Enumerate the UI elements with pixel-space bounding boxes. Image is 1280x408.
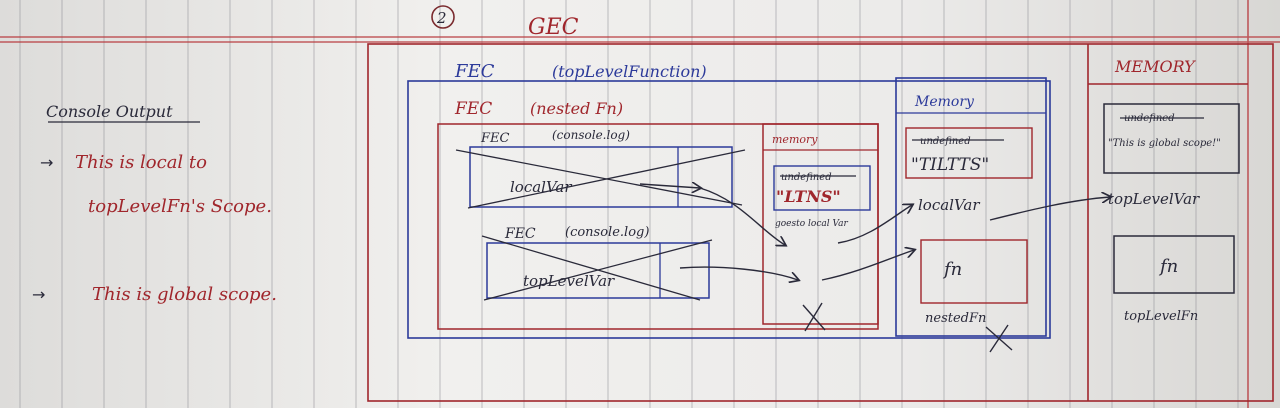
nested-memory-struck: undefined [781, 172, 832, 183]
top-memory-struck: undefined [920, 136, 971, 147]
step-marker-circle [431, 5, 455, 29]
gec-memory-cell [1103, 103, 1240, 174]
fec-nested-subtitle: (nested Fn) [530, 99, 623, 118]
fec-console1-frame [469, 146, 733, 208]
fec-console1-cell: localVar [510, 178, 572, 196]
scope-chain-arrows [639, 184, 1110, 280]
nested-memory-var-label: goesto local Var [775, 219, 849, 229]
fec-top-subtitle: (topLevelFunction) [552, 62, 707, 81]
fec-console1-subtitle: (console.log) [552, 128, 630, 142]
gec-memory-struck: undefined [1124, 113, 1175, 124]
nested-memory-x-mark [802, 302, 826, 332]
top-memory-cell [905, 127, 1033, 179]
gec-memory-fn-cell-text: fn [1158, 256, 1178, 277]
console-line1-text1: This is local to [75, 152, 207, 173]
fec-console2-frame [486, 242, 710, 299]
gec-title: GEC [528, 15, 579, 40]
top-memory-x-mark [985, 324, 1013, 353]
nested-memory-cell [773, 165, 871, 211]
gec-frame [367, 43, 1274, 402]
top-memory-value: "TILTTS" [911, 155, 989, 175]
fec-console2-cell: topLevelVar [523, 272, 615, 290]
top-memory-fn-cell-text: fn [942, 259, 962, 280]
nested-memory-value: "LTNS" [776, 187, 841, 206]
console-line1-text2: topLevelFn's Scope. [88, 196, 272, 217]
gec-memory-fn-label: topLevelFn [1124, 309, 1198, 324]
step-marker: 2 [436, 9, 447, 27]
console-line2-text1: This is global scope. [92, 284, 277, 305]
top-memory-fn-cell [920, 239, 1028, 304]
fec-console2-subtitle: (console.log) [565, 225, 649, 240]
fec-console2-cross-b [483, 239, 713, 301]
gec-memory-fn-cell [1113, 235, 1235, 294]
fec-top-title: FEC [454, 61, 495, 82]
gec-memory-title: MEMORY [1114, 57, 1196, 76]
fec-console2-title: FEC [504, 226, 536, 242]
fec-console1-title: FEC [480, 131, 510, 146]
fec-console2-cross-a [481, 235, 701, 301]
fec-console1-cross-b [467, 149, 746, 209]
console-line2-bullet: → [32, 285, 45, 304]
top-memory-var-label: localVar [918, 196, 980, 214]
fec-nested-memory-title: memory [772, 133, 818, 146]
fec-console1-cross-a [455, 149, 743, 206]
fec-nested-title: FEC [454, 99, 492, 119]
top-memory-fn-label: nestedFn [925, 311, 986, 326]
fec-top-memory-title: Memory [914, 94, 975, 110]
console-line1-bullet: → [40, 153, 53, 172]
fec-top-frame [407, 80, 1051, 339]
gec-memory-value: "This is global scope!" [1108, 138, 1221, 149]
gec-memory-var-label: topLevelVar [1108, 190, 1200, 208]
console-output-title: Console Output [46, 102, 173, 121]
